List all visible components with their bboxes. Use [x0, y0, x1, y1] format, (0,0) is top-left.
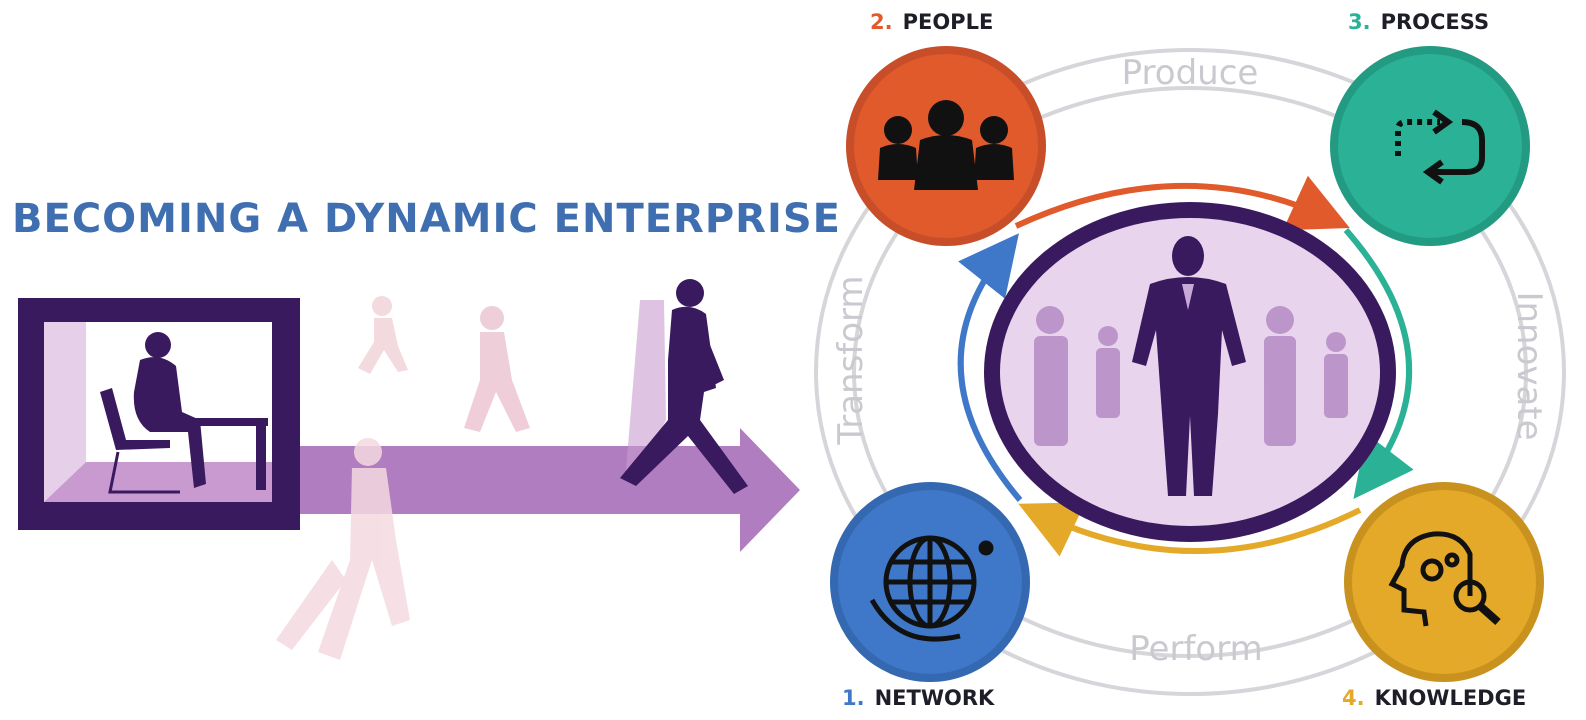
arrow-knowledge-to-network: [1018, 502, 1362, 557]
ring-word-produce: Produce: [1122, 53, 1259, 93]
step-number: 1.: [842, 686, 865, 710]
globe-icon: [869, 535, 994, 642]
step-label-people: 2. PEOPLE: [870, 10, 993, 34]
arrow-process-to-knowledge: [1343, 228, 1414, 500]
cycle-diagram: Produce Perform Transform Innovate: [814, 46, 1566, 696]
head-gear-magnifier-icon: [1388, 531, 1501, 627]
step-name: KNOWLEDGE: [1374, 686, 1527, 710]
step-number: 4.: [1342, 686, 1365, 710]
step-number: 3.: [1348, 10, 1371, 34]
arrow-network-to-people: [957, 233, 1023, 502]
step-name: PEOPLE: [902, 10, 994, 34]
step-name: PROCESS: [1380, 10, 1490, 34]
arrow-people-to-process: [1014, 175, 1350, 231]
step-label-process: 3. PROCESS: [1348, 10, 1489, 34]
people-group-icon: [878, 100, 1014, 190]
walking-figure-faint-1: [358, 296, 408, 374]
inner-ring: [852, 86, 1528, 658]
step-label-network: 1. NETWORK: [842, 686, 994, 710]
step-number: 2.: [870, 10, 893, 34]
step-name: NETWORK: [874, 686, 995, 710]
outer-ring: [814, 48, 1566, 696]
cycle-arrows-icon: [1395, 109, 1485, 185]
chair: [100, 388, 170, 450]
people-circle: [846, 46, 1046, 246]
seated-person-body: [133, 357, 206, 488]
businessman-figure: [1132, 236, 1246, 496]
ring-word-perform: Perform: [1129, 629, 1262, 669]
knowledge-circle: [1344, 482, 1544, 682]
seated-person-head: [145, 332, 171, 358]
page-title: BECOMING A DYNAMIC ENTERPRISE: [12, 196, 841, 242]
ring-word-transform: Transform: [831, 275, 871, 445]
office-box: [18, 298, 300, 530]
walking-figure-main: [620, 279, 748, 494]
crowd-figures: [1034, 306, 1348, 446]
ring-word-innovate: Innovate: [1509, 291, 1549, 440]
network-circle: [830, 482, 1030, 682]
process-circle: [1330, 46, 1530, 246]
walking-figure-faint-2: [464, 306, 530, 432]
journey-arrow: [270, 428, 800, 552]
journey-illustration: [18, 279, 800, 660]
step-label-knowledge: 4. KNOWLEDGE: [1342, 686, 1526, 710]
walking-figure-faint-3: [276, 438, 410, 660]
